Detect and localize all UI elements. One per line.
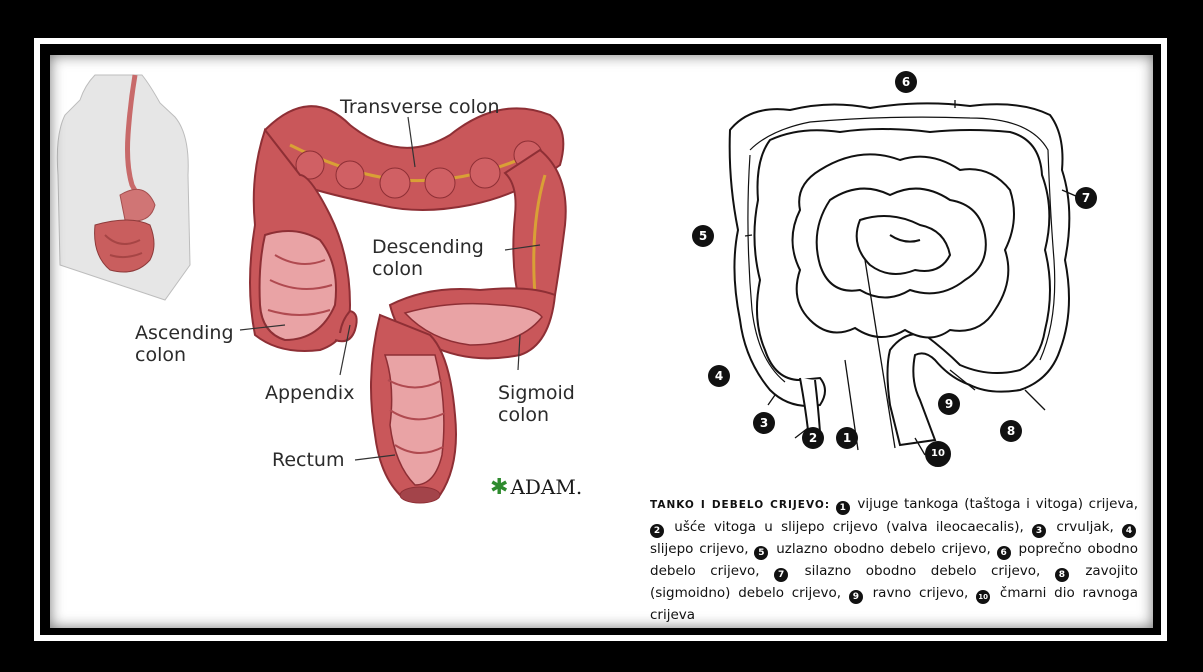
label-transverse-colon: Transverse colon (340, 97, 500, 117)
marker-10: 10 (925, 441, 951, 467)
adam-logo: ✱ADAM. (490, 475, 582, 500)
leaf-icon: ✱ (490, 475, 508, 500)
caption-item-7: silazno obodno debelo crijevo, (805, 563, 1041, 579)
caption-item-3: crvuljak, (1056, 519, 1113, 535)
caption-item-5: uzlazno obodno debelo crijevo, (776, 541, 991, 557)
image-panel: Transverse colon Descending colon Ascend… (50, 55, 1153, 628)
caption-bullet-9: 9 (849, 590, 863, 604)
caption-item-4: slijepo crijevo, (650, 541, 749, 557)
marker-7: 7 (1075, 187, 1097, 209)
caption-bullet-5: 5 (754, 546, 768, 560)
caption-bullet-7: 7 (774, 568, 788, 582)
caption-heading: TANKO I DEBELO CRIJEVO: (650, 499, 830, 511)
marker-5: 5 (692, 225, 714, 247)
caption-bullet-4: 4 (1122, 524, 1136, 538)
marker-8: 8 (1000, 420, 1022, 442)
marker-6: 6 (895, 71, 917, 93)
marker-4: 4 (708, 365, 730, 387)
caption-item-9: ravno crijevo, (873, 585, 969, 601)
caption-bullet-2: 2 (650, 524, 664, 538)
caption-bullet-6: 6 (997, 546, 1011, 560)
label-appendix: Appendix (265, 383, 354, 403)
label-sigmoid-colon-line2: colon (498, 405, 549, 425)
marker-3: 3 (753, 412, 775, 434)
label-descending-colon-line2: colon (372, 259, 423, 279)
label-descending-colon-line1: Descending (372, 237, 484, 257)
caption-bullet-8: 8 (1055, 568, 1069, 582)
intestine-line-drawing (690, 60, 1110, 480)
marker-2: 2 (802, 427, 824, 449)
caption-bullet-10: 10 (976, 590, 990, 604)
label-sigmoid-colon-line1: Sigmoid (498, 383, 575, 403)
caption-item-2: ušće vitoga u slijepo crijevo (valva ile… (674, 519, 1023, 535)
label-rectum: Rectum (272, 450, 344, 470)
body-silhouette (57, 75, 190, 300)
caption-item-1: vijuge tankoga (taštoga i vitoga) crijev… (857, 496, 1138, 512)
figure-caption: TANKO I DEBELO CRIJEVO: 1 vijuge tankoga… (650, 493, 1138, 626)
label-ascending-colon-line2: colon (135, 345, 186, 365)
label-ascending-colon-line1: Ascending (135, 323, 234, 343)
marker-1: 1 (836, 427, 858, 449)
marker-9: 9 (938, 393, 960, 415)
caption-bullet-3: 3 (1032, 524, 1046, 538)
caption-bullet-1: 1 (836, 501, 850, 515)
descending-colon (505, 150, 566, 305)
